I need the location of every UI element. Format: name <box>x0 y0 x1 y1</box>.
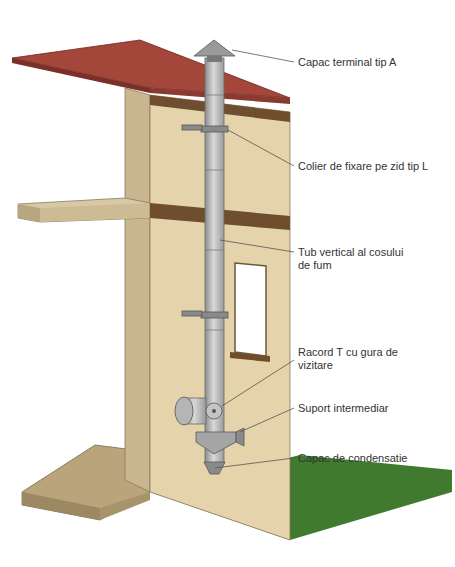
window <box>235 263 266 356</box>
roof-edge <box>12 58 150 93</box>
wall-column <box>125 88 150 492</box>
intermediate-support <box>196 432 236 454</box>
leader-lines <box>215 50 294 468</box>
part-label: Capac terminal tip A <box>298 56 396 69</box>
part-label: Suport intermediar <box>298 402 389 415</box>
ground-slab-edge <box>100 492 150 520</box>
terminal-cap-neck <box>207 56 222 62</box>
inspection-knob <box>212 409 216 413</box>
chimney-pipe <box>205 58 224 463</box>
floor-slab-edge <box>18 204 40 222</box>
window-sill <box>230 352 270 362</box>
t-opening <box>175 397 193 425</box>
wall-clamp <box>182 125 228 318</box>
part-label: Capac de condensatie <box>298 452 407 465</box>
inspection-door <box>206 403 222 419</box>
part-label: Racord T cu gura de vizitare <box>298 346 403 372</box>
part-label: Tub vertical al cosului de fum <box>298 246 408 272</box>
terminal-cap <box>194 40 235 56</box>
condensate-cap <box>204 462 225 474</box>
floor-slab-edge <box>40 203 150 222</box>
part-label: Colier de fixare pe zid tip L <box>298 160 428 173</box>
ground-slab-edge <box>22 492 100 520</box>
floor-slab <box>18 198 150 222</box>
